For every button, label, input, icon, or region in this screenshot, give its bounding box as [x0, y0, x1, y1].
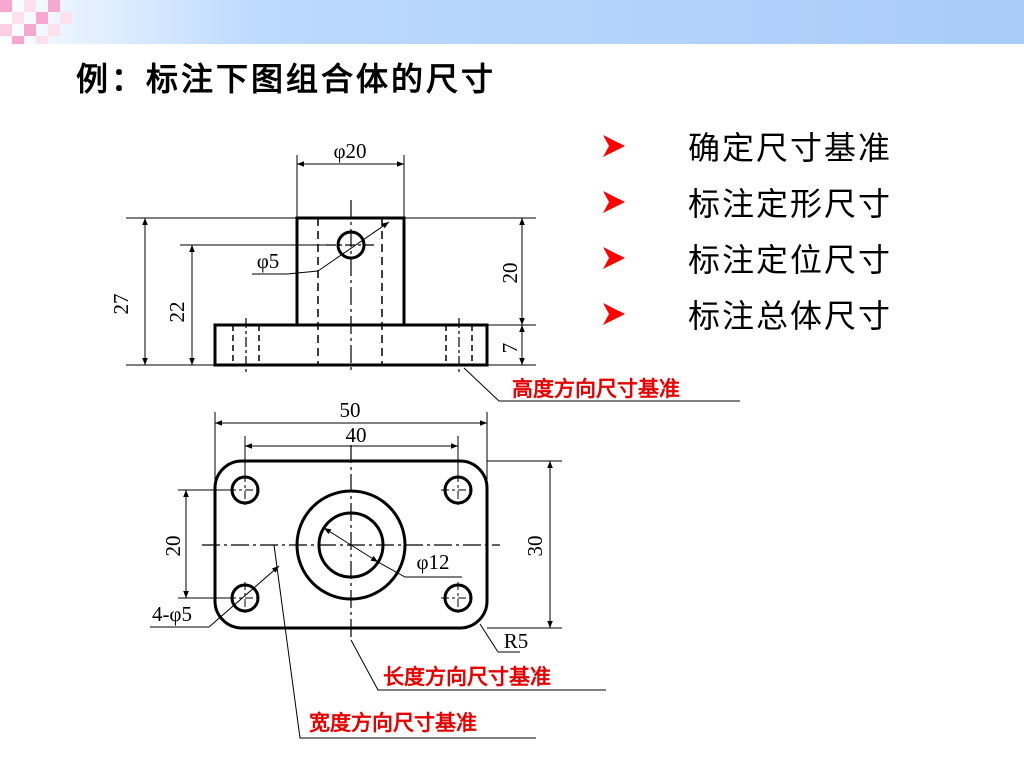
height-datum-note: 高度方向尺寸基准	[512, 377, 680, 401]
dim-boss-height: 22	[165, 302, 189, 323]
dim-top-dia: φ20	[333, 139, 366, 163]
width-datum-note: 宽度方向尺寸基准	[309, 711, 477, 735]
bullet-list: 确定尺寸基准 标注定形尺寸 标注定位尺寸 标注总体尺寸	[598, 118, 892, 342]
front-view: φ20 φ5 27 22 20 7 高度方向尺寸基准	[109, 139, 740, 402]
bullet-item: 标注定位尺寸	[598, 230, 892, 286]
bullet-item: 标注总体尺寸	[598, 286, 892, 342]
dim-corner-holes: 4-φ5	[152, 602, 192, 626]
bullet-text: 标注定形尺寸	[688, 185, 893, 223]
arrow-right-icon	[603, 247, 625, 269]
arrow-right-icon	[603, 191, 625, 213]
checker-decoration	[0, 0, 72, 44]
arrow-right-icon	[603, 303, 625, 325]
dim-corner-radius: R5	[504, 629, 529, 653]
dim-total-height: 27	[109, 294, 133, 315]
dim-upper-height: 20	[498, 263, 522, 284]
cross-hole	[336, 230, 366, 260]
length-datum-note: 长度方向尺寸基准	[383, 665, 551, 689]
bullet-text: 标注定位尺寸	[688, 241, 893, 279]
bullet-item: 确定尺寸基准	[598, 118, 892, 174]
bullet-text: 确定尺寸基准	[688, 129, 893, 167]
slide-title: 例：标注下图组合体的尺寸	[76, 60, 497, 98]
dim-center-dia: φ12	[416, 550, 449, 574]
dim-hole-spacing-width: 20	[161, 536, 185, 557]
dim-overall-length: 50	[340, 398, 361, 422]
dim-hole-spacing-length: 40	[346, 423, 367, 447]
top-view: 50 40 20 30 φ12 4-φ5 R5 长度方向尺寸基准 宽度方向尺寸基…	[150, 398, 606, 739]
header-bar	[0, 0, 1024, 44]
arrow-right-icon	[603, 135, 625, 157]
dim-overall-width: 30	[523, 536, 547, 557]
bullet-item: 标注定形尺寸	[598, 174, 892, 230]
dim-hole-dia: φ5	[257, 249, 280, 273]
bullet-text: 标注总体尺寸	[688, 297, 893, 335]
dim-base-height: 7	[498, 343, 522, 354]
